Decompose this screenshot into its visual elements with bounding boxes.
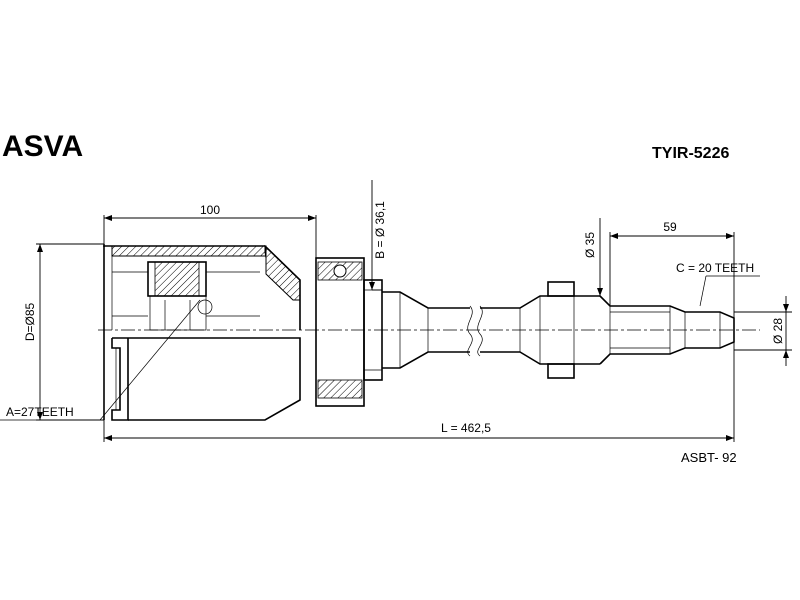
dim-seal-diameter: Ø 35 bbox=[583, 218, 603, 296]
bearing-ring bbox=[315, 257, 383, 407]
shaft bbox=[382, 281, 735, 379]
dim-housing-length-label: 100 bbox=[200, 203, 220, 217]
reference-code: ASBT- 92 bbox=[681, 450, 737, 465]
dim-total-length-label: L = 462,5 bbox=[441, 421, 491, 435]
dim-shaft-diameter-label: Ø 28 bbox=[771, 318, 785, 344]
dim-bearing-diameter-label: B = Ø 36,1 bbox=[373, 201, 387, 259]
brand-logo: ASVA bbox=[2, 130, 84, 163]
dim-seal-diameter-label: Ø 35 bbox=[583, 232, 597, 258]
dim-shaft-diameter: Ø 28 bbox=[734, 296, 792, 366]
dim-total-length: L = 462,5 bbox=[103, 342, 735, 442]
dim-outer-diameter-label: D=Ø85 bbox=[23, 302, 37, 341]
dim-outer-diameter: D=Ø85 bbox=[23, 243, 104, 421]
teeth-outer-callout: C = 20 TEETH bbox=[676, 261, 760, 307]
dim-bearing-diameter: B = Ø 36,1 bbox=[369, 180, 387, 291]
teeth-inner-callout: A=27TEETH bbox=[0, 405, 100, 421]
teeth-outer-label: C = 20 TEETH bbox=[676, 261, 754, 275]
dim-housing-length: 100 bbox=[103, 203, 317, 258]
joint-housing bbox=[99, 244, 301, 421]
dim-spline-length-label: 59 bbox=[663, 220, 677, 234]
part-number: TYIR-5226 bbox=[652, 145, 730, 162]
dim-spline-length: 59 bbox=[609, 220, 735, 318]
teeth-inner-label: A=27TEETH bbox=[6, 405, 74, 419]
